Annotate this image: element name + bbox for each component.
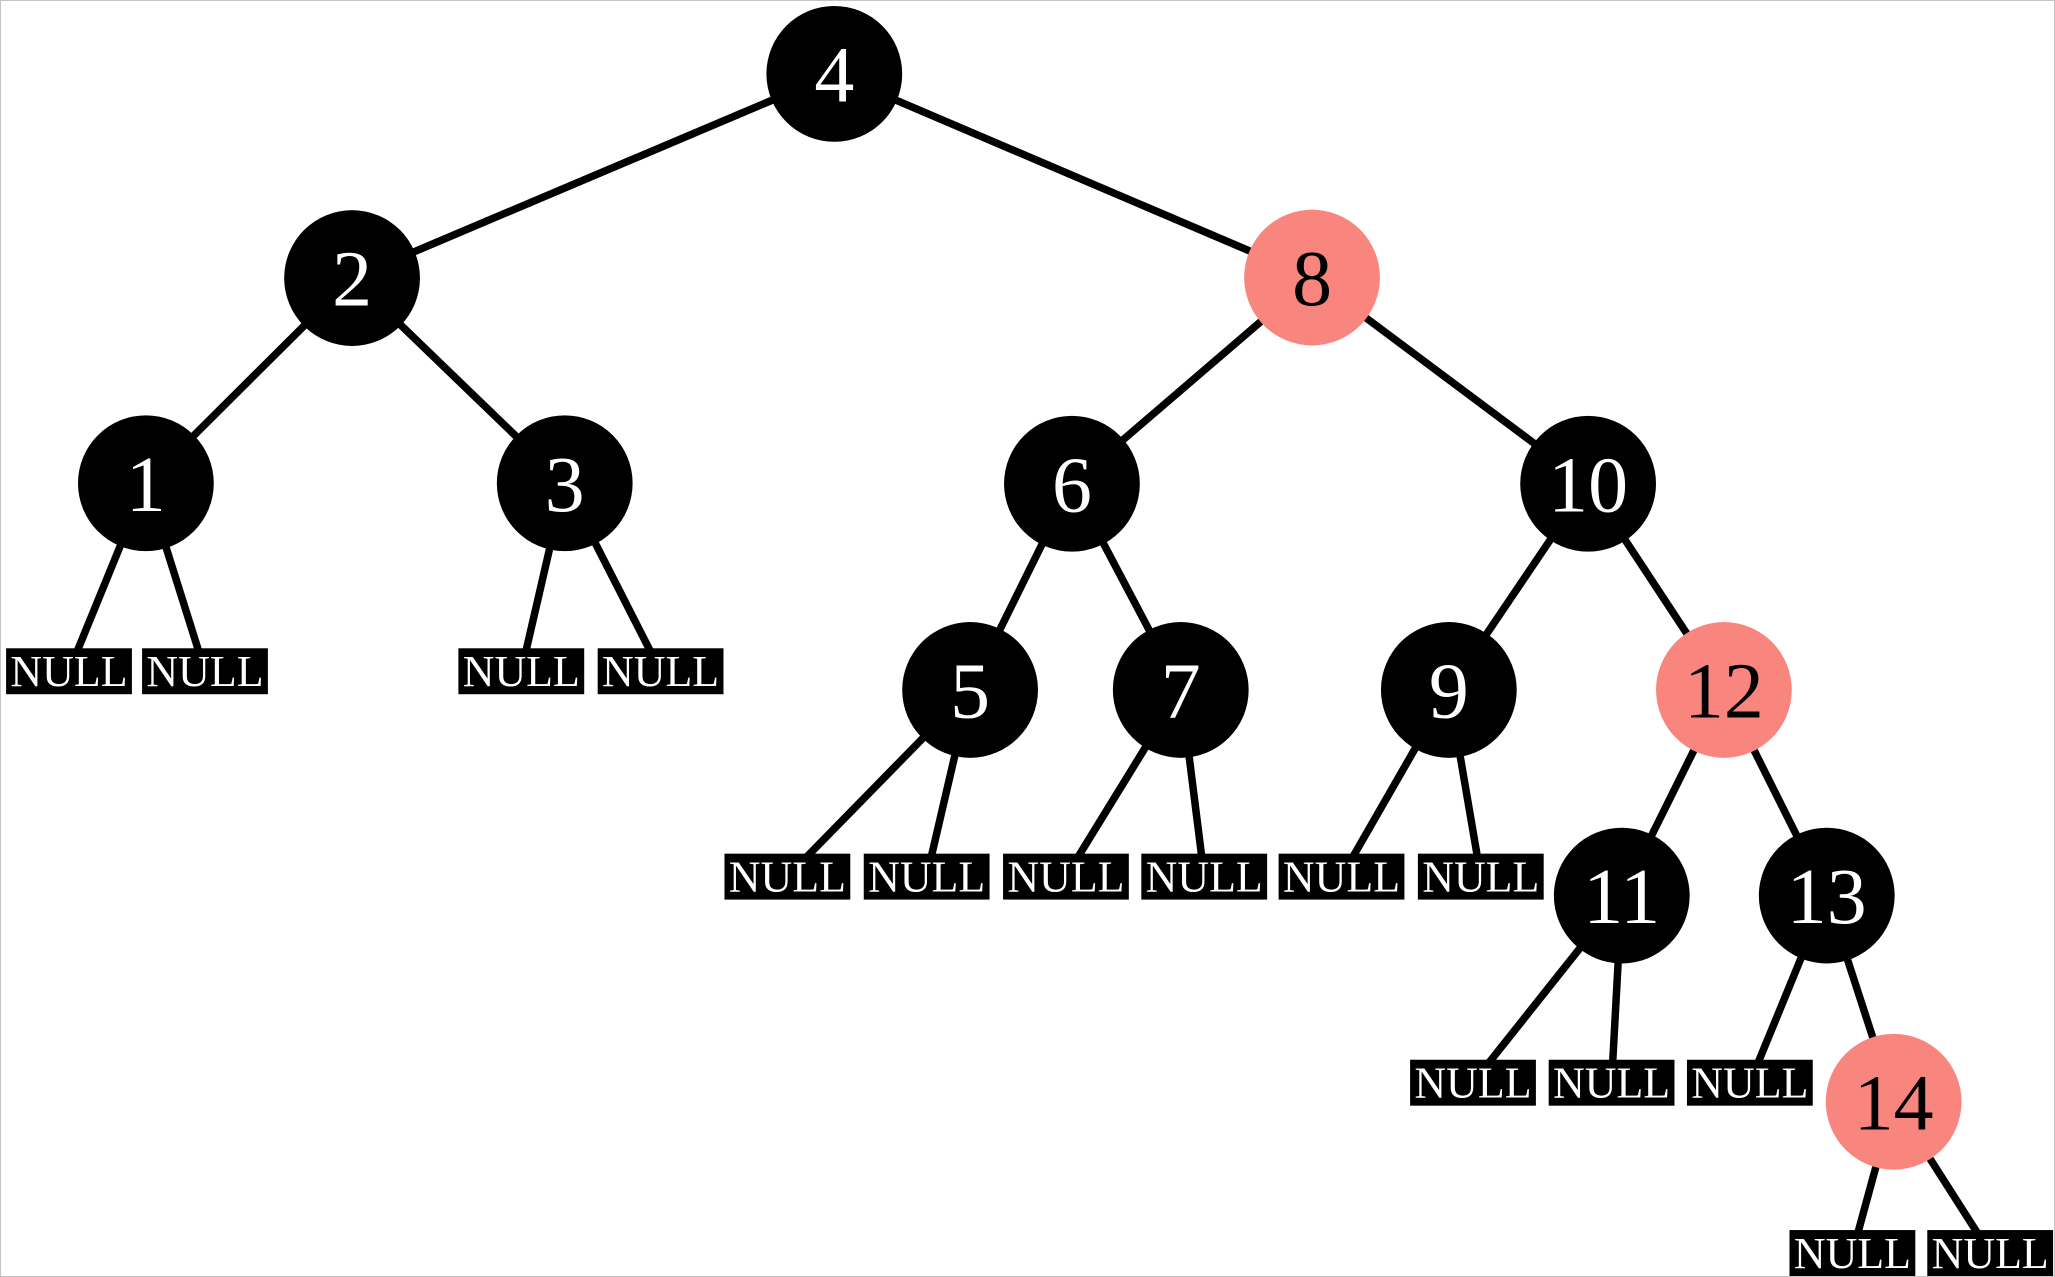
null-leaf-b1: NULL [724,853,851,902]
null-leaf-box [863,853,990,900]
tree-node-13: 13 [1758,827,1895,964]
null-leaf-label: NULL [868,853,985,902]
null-leaves-layer: NULL NULL NULL NULL NULL NULL NULL NULL NULL NULL… [6,647,2054,1276]
null-leaf-b6: NULL [1417,853,1544,902]
tree-node-label: 5 [950,647,990,735]
tree-node-12: 12 [1656,622,1792,758]
black-node-circle [284,210,420,346]
tree-node-label: 9 [1429,647,1469,735]
black-node-circle [1553,827,1690,964]
black-node-circle [77,415,214,552]
tree-node-label: 4 [814,31,854,119]
tree-node-label: 6 [1052,441,1092,529]
null-leaf-b3: NULL [1003,853,1129,902]
null-leaf-label: NULL [1146,853,1263,902]
null-leaf-a2: NULL [142,647,268,696]
null-leaf-label: NULL [146,647,263,696]
null-leaf-a1: NULL [6,647,132,696]
tree-node-label: 2 [332,236,372,324]
tree-node-label: 13 [1787,853,1867,941]
black-node-circle [1380,622,1517,758]
red-node-circle [1825,1033,1962,1170]
null-leaf-label: NULL [1691,1059,1808,1108]
null-leaf-label: NULL [1553,1059,1670,1108]
null-leaf-label: NULL [1283,853,1400,902]
null-leaf-box [597,648,724,695]
null-leaf-label: NULL [1932,1229,2049,1276]
null-leaf-d1: NULL [1789,1229,1916,1276]
null-leaf-box [1548,1059,1675,1106]
black-node-circle [496,415,633,552]
tree-node-2: 2 [284,210,420,346]
tree-node-6: 6 [1004,415,1140,552]
tree-node-14: 14 [1825,1033,1962,1170]
tree-node-label: 1 [126,441,166,529]
tree-node-10: 10 [1520,415,1657,552]
null-leaf-label: NULL [1414,1059,1531,1108]
null-leaf-box [1789,1230,1916,1276]
null-leaf-box [142,648,268,695]
null-leaf-b5: NULL [1278,853,1405,902]
null-leaf-box [1927,1230,2054,1276]
null-leaf-b2: NULL [863,853,990,902]
black-node-circle [1520,415,1657,552]
null-leaf-box [1686,1059,1813,1106]
tree-node-label: 3 [545,441,585,529]
tree-node-4: 4 [766,5,903,142]
tree-node-label: 14 [1854,1059,1934,1147]
tree-node-9: 9 [1380,622,1517,758]
red-node-circle [1244,209,1380,346]
tree-node-label: 8 [1292,235,1332,323]
black-node-circle [1004,415,1140,552]
null-leaf-box [1141,853,1268,900]
tree-node-11: 11 [1553,827,1690,964]
null-leaf-box [1278,853,1405,900]
null-leaf-label: NULL [1007,853,1124,902]
null-leaf-c1: NULL [1410,1059,1536,1108]
null-leaf-box [724,853,851,900]
null-leaf-b4: NULL [1141,853,1268,902]
null-leaf-a3: NULL [458,647,585,696]
null-leaf-label: NULL [10,647,127,696]
tree-node-label: 10 [1548,441,1628,529]
null-leaf-label: NULL [463,647,580,696]
red-node-circle [1656,622,1792,758]
null-leaf-c2: NULL [1548,1059,1675,1108]
tree-edge-n4-n8 [832,70,1314,282]
null-leaf-label: NULL [1794,1229,1911,1276]
null-leaf-label: NULL [602,647,719,696]
tree-node-5: 5 [902,622,1038,758]
black-node-circle [1758,827,1895,964]
tree-edge-n4-n2 [350,70,836,282]
tree-node-label: 12 [1684,647,1764,735]
null-leaf-label: NULL [729,853,846,902]
black-node-circle [1112,622,1249,758]
null-leaf-box [1003,853,1129,900]
null-leaf-box [6,648,132,695]
null-leaf-box [1410,1059,1536,1106]
null-leaf-a4: NULL [597,647,724,696]
tree-node-label: 7 [1161,647,1201,735]
null-leaf-box [1417,853,1544,900]
tree-node-3: 3 [496,415,633,552]
null-leaf-d2: NULL [1927,1229,2054,1276]
black-node-circle [766,5,903,142]
null-leaf-label: NULL [1422,853,1539,902]
tree-node-1: 1 [77,415,214,552]
black-node-circle [902,622,1038,758]
null-leaf-box [458,648,585,695]
tree-node-8: 8 [1244,209,1380,346]
null-leaf-c3: NULL [1686,1059,1813,1108]
tree-node-label: 11 [1583,853,1660,941]
tree-node-7: 7 [1112,622,1249,758]
